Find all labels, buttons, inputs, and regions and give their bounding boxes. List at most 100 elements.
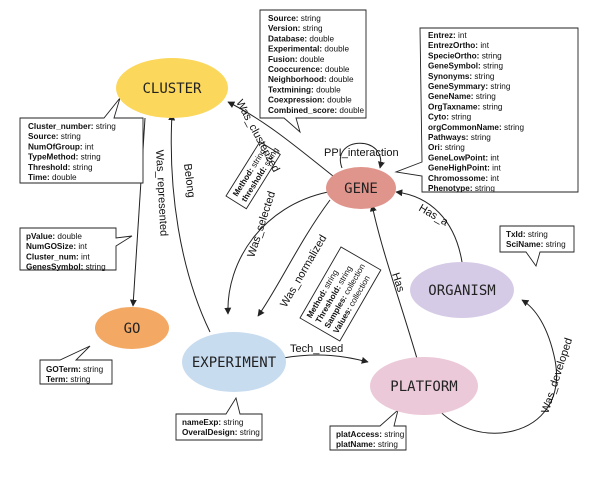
attribute-line: NumGOSize: int xyxy=(26,242,88,251)
attribute-type: string xyxy=(300,24,323,33)
attribute-key: SciName: xyxy=(506,240,543,249)
attribute-key: GenesSymbol: xyxy=(26,263,83,272)
attribute-type: string xyxy=(449,113,472,122)
attribute-type: string xyxy=(481,62,504,71)
edge-was-normalized xyxy=(257,199,331,317)
node-experiment[interactable]: EXPERIMENT xyxy=(182,332,286,392)
node-experiment-label: EXPERIMENT xyxy=(192,355,277,371)
attribute-key: GeneSymmary: xyxy=(428,82,488,91)
attribute-type: int xyxy=(488,174,500,183)
attribute-type: string xyxy=(474,92,497,101)
attribute-type: string xyxy=(472,72,495,81)
attribute-key: Cluster_number: xyxy=(28,122,94,131)
attribute-line: nameExp: string xyxy=(182,418,244,427)
attribute-type: int xyxy=(488,153,500,162)
attribute-line: TxId: string xyxy=(506,230,548,239)
attribute-line: Database: double xyxy=(268,34,334,43)
attribute-type: string xyxy=(526,230,549,239)
attribute-line: SciName: string xyxy=(506,240,566,249)
attribute-line: platName: string xyxy=(336,440,398,449)
attribute-key: GOTerm: xyxy=(46,365,81,374)
attribute-key: EntrezOrtho: xyxy=(428,41,478,50)
attribute-line: orgCommonName: string xyxy=(428,123,524,132)
node-organism-shape xyxy=(410,262,514,318)
attribute-key: Term: xyxy=(46,375,68,384)
nodes: CLUSTER GENE GO EXPERIMENT PLATFORM ORGA… xyxy=(95,58,514,415)
attribute-line: GeneLowPoint: int xyxy=(428,153,500,162)
attribute-line: Textmining: double xyxy=(268,85,341,94)
attribute-type: string xyxy=(83,263,106,272)
attribute-type: double xyxy=(314,85,341,94)
attribute-line: Version: string xyxy=(268,24,323,33)
attribute-line: Cyto: string xyxy=(428,113,472,122)
edge-belong xyxy=(168,113,211,333)
node-organism-label: ORGANISM xyxy=(428,283,495,299)
attribute-type: string xyxy=(382,430,405,439)
attribute-line: Ori: string xyxy=(428,143,465,152)
attribute-type: string xyxy=(78,153,101,162)
attribute-type: string xyxy=(94,122,117,131)
label-has: Has xyxy=(389,271,407,294)
node-gene[interactable]: GENE xyxy=(326,167,396,209)
edge-was-clusterized xyxy=(227,101,339,181)
was-normalized-attributes: Method: stringThreshold: stringSamples: … xyxy=(305,252,376,335)
attribute-line: Phenotype: string xyxy=(428,184,495,193)
node-cluster-label: CLUSTER xyxy=(142,81,202,97)
label-was-developed: Was_developed xyxy=(539,337,575,415)
attribute-type: int xyxy=(76,242,88,251)
attribute-key: GeneSymbol: xyxy=(428,62,481,71)
attribute-type: double xyxy=(323,65,350,74)
attribute-key: GeneName: xyxy=(428,92,474,101)
attribute-type: double xyxy=(327,75,354,84)
attribute-key: Version: xyxy=(268,24,300,33)
attribute-line: Fusion: double xyxy=(268,55,325,64)
node-cluster[interactable]: CLUSTER xyxy=(116,58,228,118)
node-organism[interactable]: ORGANISM xyxy=(410,262,514,318)
attribute-key: Textmining: xyxy=(268,85,314,94)
node-platform-shape xyxy=(370,357,478,415)
attribute-line: Term: string xyxy=(46,375,91,384)
attribute-line: EntrezOrtho: int xyxy=(428,41,490,50)
was-normalized-attributes-callout: Method: stringThreshold: stringSamples: … xyxy=(299,246,382,342)
attribute-type: string xyxy=(469,133,492,142)
attribute-type: int xyxy=(478,41,490,50)
attribute-line: GeneName: string xyxy=(428,92,496,101)
node-platform[interactable]: PLATFORM xyxy=(370,357,478,415)
attribute-line: Cluster_num: int xyxy=(26,252,90,261)
attribute-type: string xyxy=(238,428,261,437)
attribute-line: Neighborhood: double xyxy=(268,75,354,84)
attribute-key: OrgTaxname: xyxy=(428,102,480,111)
attribute-type: string xyxy=(298,14,321,23)
attribute-key: Source: xyxy=(28,132,58,141)
attribute-line: TypeMethod: string xyxy=(28,153,101,162)
attribute-line: NumOfGroup: int xyxy=(28,142,94,151)
attribute-type: int xyxy=(83,142,95,151)
attribute-type: double xyxy=(337,106,364,115)
attribute-key: GeneHighPoint: xyxy=(428,164,490,173)
attribute-type: double xyxy=(55,232,82,241)
attribute-line: Time: double xyxy=(28,173,77,182)
attribute-type: double xyxy=(298,55,325,64)
attribute-key: GeneLowPoint: xyxy=(428,153,488,162)
attribute-line: OrgTaxname: string xyxy=(428,102,503,111)
attribute-type: string xyxy=(68,375,91,384)
node-go[interactable]: GO xyxy=(95,307,169,349)
attribute-key: SpecieOrtho: xyxy=(428,51,479,60)
attribute-line: Synonyms: string xyxy=(428,72,495,81)
attribute-key: Database: xyxy=(268,34,307,43)
attribute-key: NumOfGroup: xyxy=(28,142,83,151)
attribute-key: Ori: xyxy=(428,143,443,152)
attribute-key: Coexpression: xyxy=(268,96,325,105)
attribute-line: OveralDesign: string xyxy=(182,428,260,437)
attribute-type: double xyxy=(325,96,352,105)
attribute-key: Neighborhood: xyxy=(268,75,327,84)
edge-has xyxy=(369,204,419,363)
attribute-type: string xyxy=(473,184,496,193)
attribute-line: platAccess: string xyxy=(336,430,405,439)
